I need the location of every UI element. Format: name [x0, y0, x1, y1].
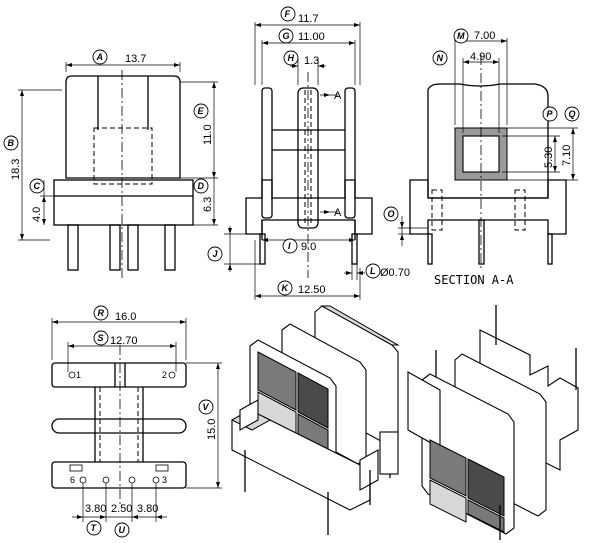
- bubble-L: L: [365, 263, 381, 279]
- svg-text:M: M: [457, 31, 465, 41]
- bubble-U: U: [114, 522, 130, 538]
- bubble-Q: Q: [564, 106, 580, 122]
- dim-K-value: 12.50: [298, 284, 326, 296]
- svg-text:U: U: [119, 525, 126, 535]
- bubble-R: R: [93, 305, 109, 321]
- svg-text:V: V: [203, 402, 210, 412]
- pin-label-3: 3: [162, 475, 167, 485]
- svg-text:I: I: [288, 241, 291, 251]
- isometric-view-rear: [407, 305, 579, 540]
- svg-text:E: E: [198, 106, 205, 116]
- dim-G-value: 11.00: [298, 31, 325, 43]
- bubble-labels: A B C D E F G H I J K L M N O P Q R S T …: [3, 6, 580, 538]
- svg-text:Q: Q: [569, 109, 576, 119]
- bubble-M: M: [453, 28, 469, 44]
- svg-text:L: L: [370, 266, 376, 276]
- dim-F-value: 11.7: [298, 13, 319, 25]
- dim-I-value: 9.0: [301, 241, 316, 253]
- svg-text:N: N: [437, 53, 444, 63]
- dim-V-value: 15.0: [206, 419, 218, 440]
- svg-text:F: F: [285, 9, 291, 19]
- bubble-G: G: [278, 28, 294, 44]
- svg-text:J: J: [213, 249, 219, 259]
- isometric-view-front: [230, 305, 400, 535]
- svg-text:P: P: [547, 109, 554, 119]
- side-view: A A 11.7 11.00 1.3 9.0: [224, 13, 410, 300]
- dim-M-value: 7.00: [474, 30, 495, 42]
- svg-text:A: A: [96, 52, 104, 62]
- dim-T2-value: 3.80: [137, 503, 158, 515]
- svg-text:D: D: [198, 181, 205, 191]
- svg-text:C: C: [34, 181, 41, 191]
- dim-N-value: 4.90: [470, 51, 491, 63]
- svg-text:T: T: [91, 523, 98, 533]
- svg-text:R: R: [98, 308, 105, 318]
- bubble-K: K: [277, 280, 293, 296]
- bubble-S: S: [93, 330, 109, 346]
- pin-label-2: 2: [162, 370, 167, 380]
- dim-T-value: 3.80: [85, 503, 106, 515]
- section-mark-bottom: A: [334, 207, 342, 219]
- pin-label-1: 1: [76, 370, 81, 380]
- dim-D-value: 6.3: [202, 197, 214, 212]
- bubble-H: H: [283, 50, 299, 66]
- front-view: 13.7 18.3 4.0 11.0 6.3: [10, 53, 218, 278]
- bubble-F: F: [280, 6, 296, 22]
- bubble-T: T: [86, 520, 102, 536]
- dim-L-value: Ø0.70: [380, 267, 410, 279]
- bubble-A: A: [92, 49, 108, 65]
- bubble-O: O: [383, 206, 399, 222]
- dim-S-value: 12.70: [110, 335, 138, 347]
- dim-H-value: 1.3: [304, 55, 319, 67]
- bubble-E: E: [193, 103, 209, 119]
- dim-C-value: 4.0: [31, 207, 43, 222]
- svg-text:H: H: [288, 53, 295, 63]
- bubble-I: I: [282, 238, 298, 254]
- dim-R-value: 16.0: [115, 311, 136, 323]
- bubble-P: P: [542, 106, 558, 122]
- bubble-J: J: [207, 246, 223, 262]
- bubble-C: C: [29, 178, 45, 194]
- dim-Q-value: 7.10: [561, 145, 573, 166]
- svg-text:K: K: [282, 283, 290, 293]
- bubble-D: D: [193, 178, 209, 194]
- bubble-N: N: [432, 50, 448, 66]
- svg-text:G: G: [283, 31, 290, 41]
- bottom-view: 1 2 6 3 16.0 12.70 15.0: [51, 311, 222, 522]
- svg-text:S: S: [98, 333, 104, 343]
- dim-P-value: 5.30: [543, 147, 555, 168]
- bubble-V: V: [198, 399, 214, 415]
- section-mark-top: A: [334, 90, 342, 102]
- dim-E-value: 11.0: [202, 124, 214, 145]
- dim-B-value: 18.3: [10, 159, 22, 180]
- section-view: 7.00 4.90 5.30 7.10 SECTION A-A: [398, 30, 578, 287]
- svg-text:O: O: [388, 209, 395, 219]
- dim-A-value: 13.7: [125, 53, 146, 65]
- dim-U-value: 2.50: [111, 503, 132, 515]
- section-title: SECTION A-A: [434, 273, 514, 287]
- svg-text:B: B: [8, 138, 15, 148]
- pin-label-6: 6: [70, 475, 75, 485]
- bubble-B: B: [3, 135, 19, 151]
